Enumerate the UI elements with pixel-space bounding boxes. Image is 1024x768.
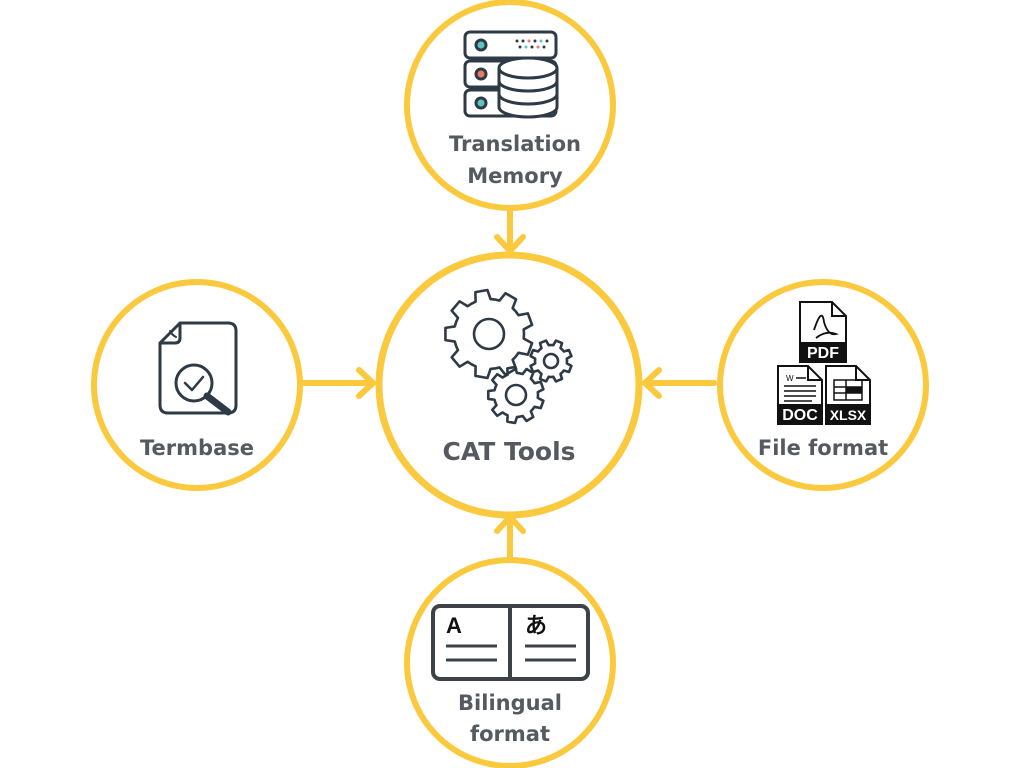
gear-big-outline [444, 288, 534, 380]
glyph-a: A [446, 613, 462, 638]
arrow-right [642, 367, 717, 399]
xlsx-file-icon: XLSX [825, 365, 871, 425]
bilingual-format-label: Bilingual format [425, 688, 595, 750]
gear-small-outline [529, 339, 573, 383]
gears-icon [444, 288, 573, 425]
doc-badge: DOC [782, 407, 818, 424]
termbase-label: Termbase [140, 436, 254, 460]
translation-memory-label-line2: Memory [467, 164, 563, 188]
arrow-left [300, 367, 376, 399]
arrow-bottom [494, 514, 526, 561]
svg-text:W: W [786, 374, 794, 383]
doc-file-icon: W DOC [777, 365, 823, 425]
translation-memory-label-line1: Translation [449, 132, 581, 156]
gear-big-hub [472, 317, 506, 351]
gear-small-icon [529, 339, 573, 383]
bilingual-format-label-line2: format [469, 722, 550, 746]
arrow-top [494, 207, 526, 254]
document-search-icon [158, 321, 238, 416]
pdf-file-icon: PDF [799, 301, 847, 363]
gear-big-icon [444, 288, 534, 380]
cat-tools-label: CAT Tools [442, 437, 576, 466]
database-server-icon [463, 30, 559, 119]
file-format-label: File format [757, 436, 889, 460]
gear-mid-hub [504, 383, 528, 407]
pdf-badge: PDF [807, 345, 839, 362]
translation-memory-label: Translation Memory [430, 128, 600, 192]
gear-mid-icon [486, 365, 545, 425]
gear-small-hub [542, 352, 560, 370]
glyph-a-hiragana: あ [525, 614, 547, 639]
xlsx-badge: XLSX [830, 407, 867, 423]
bilingual-format-label-line1: Bilingual [458, 691, 562, 715]
bilingual-book-icon: A あ [431, 604, 590, 681]
gear-mid-outline [486, 365, 545, 425]
file-types-icon: PDF W DOC XLSX [777, 301, 871, 425]
